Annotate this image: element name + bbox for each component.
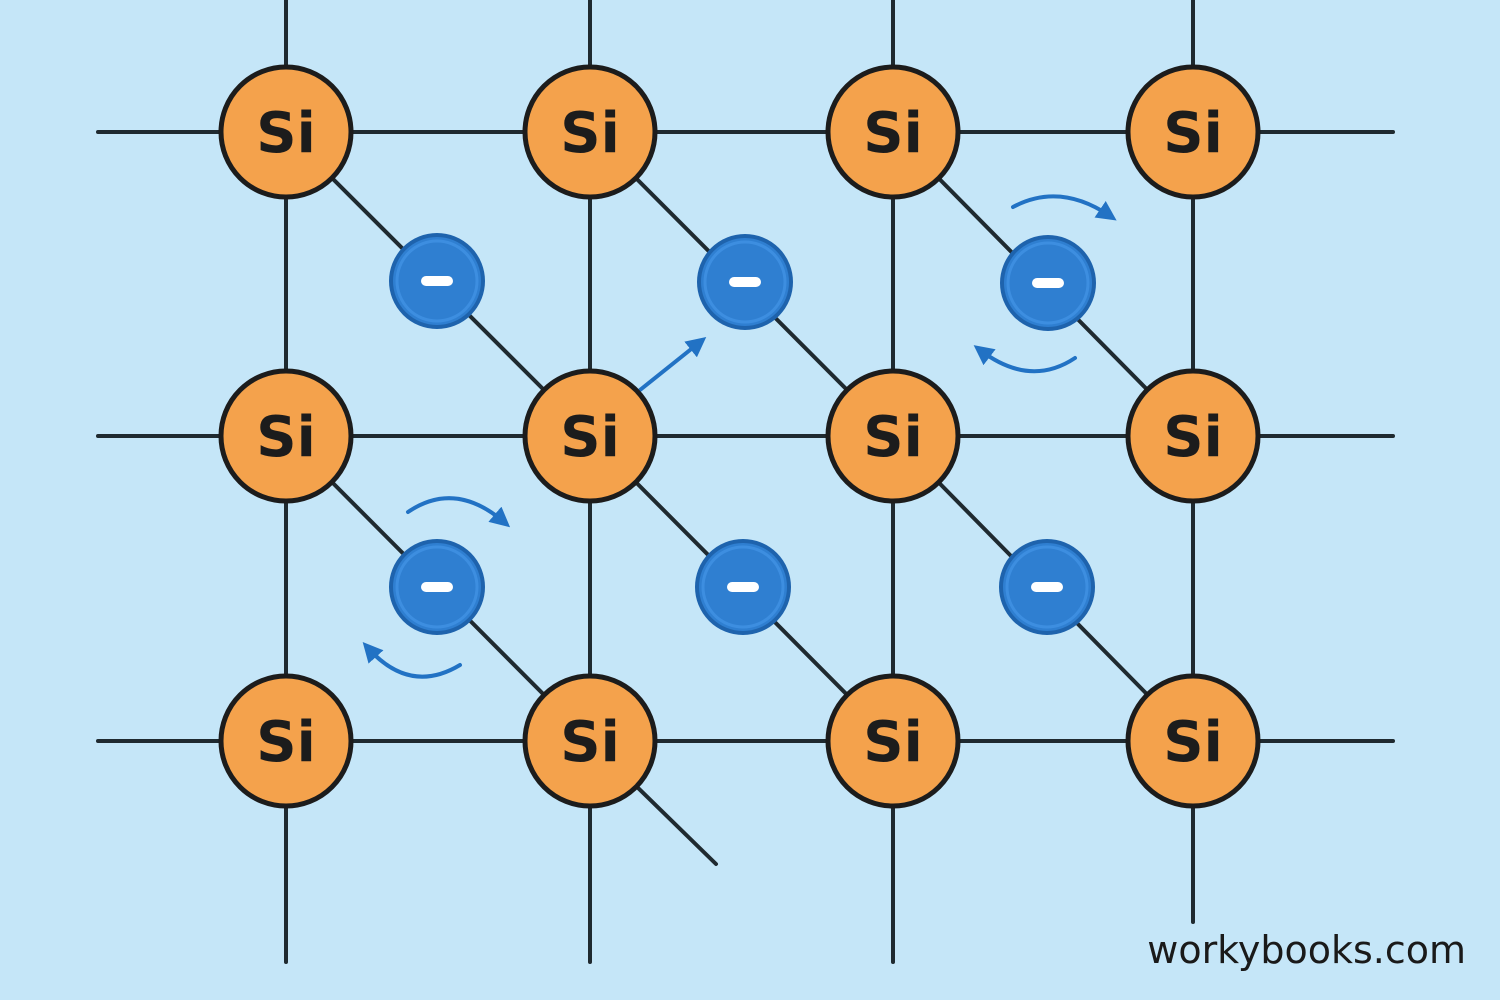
silicon-atom: Si [825,673,961,809]
atom-label: Si [560,405,620,470]
minus-icon [421,276,453,286]
atom-label: Si [863,405,923,470]
minus-icon [729,277,761,287]
atom-label: Si [1163,101,1223,166]
atom-label: Si [256,101,316,166]
vertical-bonds [284,0,1195,964]
electrons [389,233,1096,635]
atom-label: Si [560,101,620,166]
minus-icon [1032,278,1064,288]
motion-arrows [362,194,1117,679]
arrow-icon [362,642,462,679]
minus-icon [727,582,759,592]
atom-label: Si [256,710,316,775]
silicon-atom: Si [1125,673,1261,809]
silicon-atom: Si [825,64,961,200]
atom-label: Si [256,405,316,470]
silicon-atom: Si [218,368,354,504]
arrow-icon [406,496,511,528]
arrow-icon [973,345,1077,374]
silicon-atom: Si [218,673,354,809]
electron [1000,235,1096,331]
atom-label: Si [863,101,923,166]
silicon-atom: Si [522,368,658,504]
silicon-atom: Si [522,64,658,200]
electron [697,234,793,330]
silicon-atom: Si [522,673,658,809]
silicon-atom: Si [825,368,961,504]
atom-label: Si [1163,710,1223,775]
electron [389,539,485,635]
atom-label: Si [1163,405,1223,470]
arrow-icon [1011,194,1117,221]
minus-icon [1031,582,1063,592]
watermark-text: workybooks.com [1147,928,1466,972]
electron [389,233,485,329]
silicon-atom: Si [1125,64,1261,200]
silicon-atoms: Si Si Si Si Si Si [218,64,1261,809]
atom-label: Si [863,710,923,775]
arrow-icon [638,337,707,392]
silicon-atom: Si [218,64,354,200]
atom-label: Si [560,710,620,775]
electron [999,539,1095,635]
minus-icon [421,582,453,592]
silicon-atom: Si [1125,368,1261,504]
electron [695,539,791,635]
